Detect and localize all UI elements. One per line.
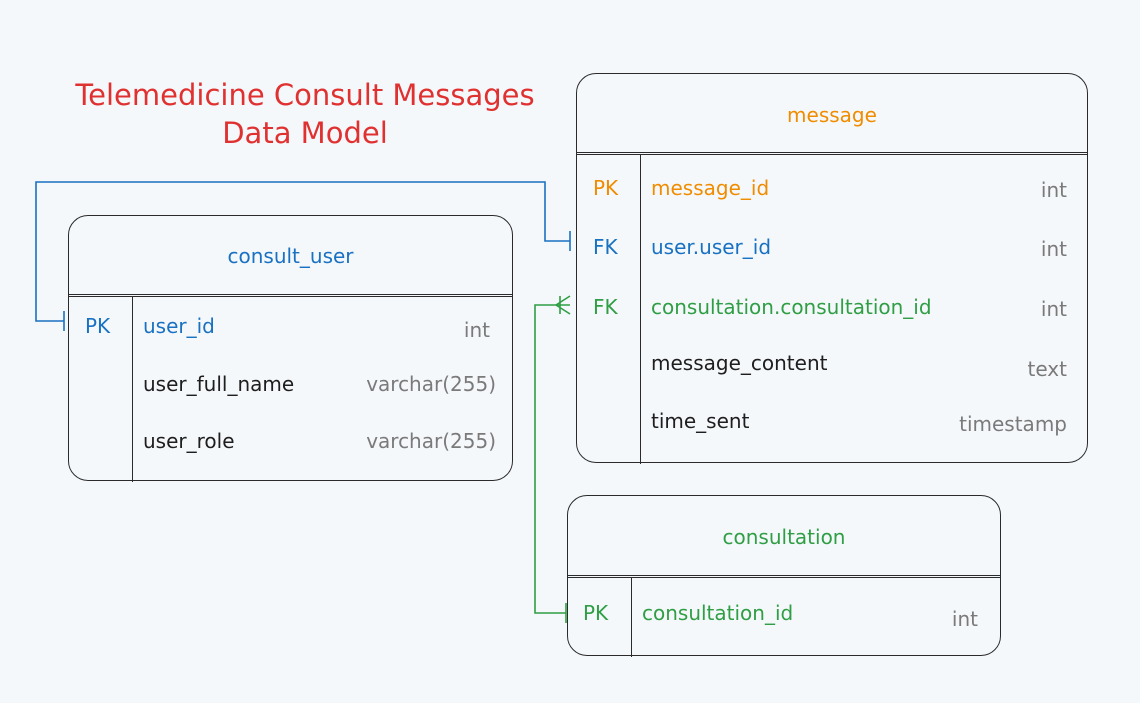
row-type: int <box>1040 178 1067 202</box>
row-key: FK <box>593 295 618 319</box>
table-message[interactable]: message PK message_id int FK user.user_i… <box>576 73 1088 464</box>
consultation-relationship-line <box>534 304 570 614</box>
table-consultation[interactable]: consultation PK consultation_id int <box>567 495 1001 657</box>
row-field: consultation_id <box>642 601 794 625</box>
row-field: user.user_id <box>651 235 772 259</box>
row-type: varchar(255) <box>366 429 496 453</box>
row-key: PK <box>85 314 111 338</box>
row-field: message_content <box>651 351 828 375</box>
row-field: user_full_name <box>143 372 295 396</box>
row-key: PK <box>583 601 609 625</box>
diagram-title: Telemedicine Consult Messages Data Model <box>40 76 570 152</box>
row-key: FK <box>593 235 618 259</box>
table-name: consultation <box>722 525 846 549</box>
row-type: int <box>463 318 490 342</box>
key-column-divider <box>640 154 641 464</box>
user-relationship-line <box>35 181 570 322</box>
header-divider <box>69 294 512 297</box>
header-divider <box>577 152 1087 155</box>
table-name: consult_user <box>227 244 354 268</box>
row-type: timestamp <box>959 412 1067 436</box>
row-type: text <box>1027 357 1067 381</box>
diagram-title-line2: Data Model <box>222 116 388 150</box>
row-field: time_sent <box>651 409 750 433</box>
row-field: user_role <box>143 429 235 453</box>
row-key: PK <box>593 176 619 200</box>
row-field: user_id <box>143 314 215 338</box>
row-field: message_id <box>651 176 770 200</box>
diagram-title-line1: Telemedicine Consult Messages <box>75 78 535 112</box>
key-column-divider <box>631 577 632 657</box>
key-column-divider <box>132 296 133 482</box>
header-divider <box>568 575 1000 578</box>
row-type: int <box>951 607 978 631</box>
consultation-many-marker <box>555 295 571 315</box>
row-field: consultation.consultation_id <box>651 295 932 319</box>
row-type: int <box>1040 297 1067 321</box>
table-name: message <box>787 103 877 127</box>
row-type: int <box>1040 237 1067 261</box>
row-type: varchar(255) <box>366 372 496 396</box>
table-consult-user[interactable]: consult_user PK user_id int user_full_na… <box>68 215 513 482</box>
